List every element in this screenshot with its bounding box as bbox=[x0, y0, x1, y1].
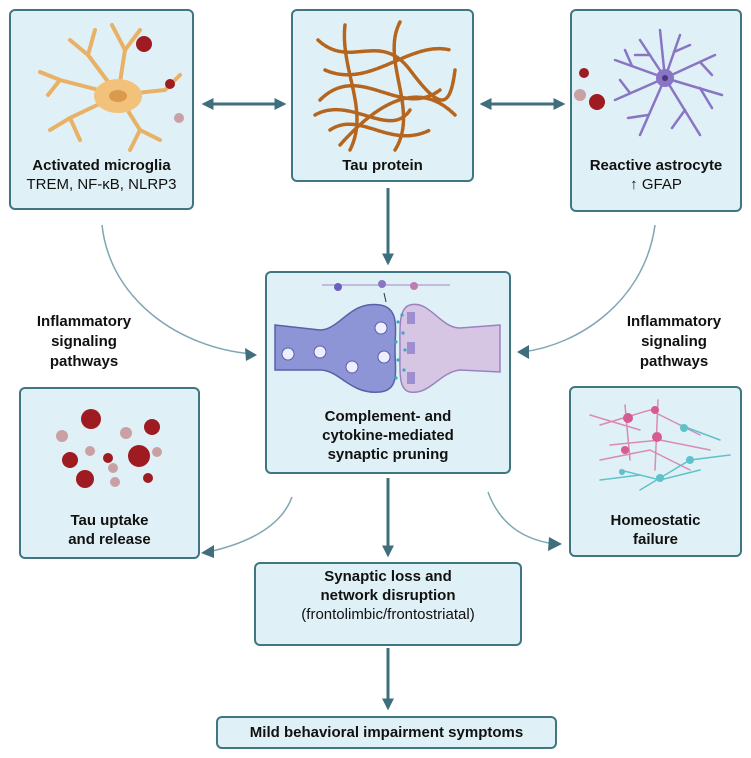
curve-pruning-homeostatic bbox=[487, 491, 556, 545]
astrocyte-subtitle: ↑ GFAP bbox=[630, 176, 682, 193]
synaptic-loss-label: Synaptic loss and network disruption (fr… bbox=[254, 567, 522, 624]
microglia-label: Activated microglia TREM, NF-κB, NLRP3 bbox=[9, 156, 194, 194]
homeostatic-line-2: failure bbox=[632, 531, 678, 548]
pruning-label: Complement- and cytokine-mediated synapt… bbox=[265, 407, 511, 464]
right-signaling-label: Inflammatory signaling pathways bbox=[600, 312, 748, 372]
pruning-line-2: cytokine-mediated bbox=[322, 427, 454, 444]
homeostatic-label: Homeostatic failure bbox=[569, 511, 742, 549]
tau-particles-icon bbox=[56, 409, 162, 488]
left-signaling-label: Inflammatory signaling pathways bbox=[4, 312, 164, 372]
left-signaling-line-2: signaling bbox=[51, 333, 117, 350]
pruning-line-1: Complement- and bbox=[324, 408, 452, 425]
synaptic-loss-box bbox=[254, 562, 522, 646]
homeostatic-failure-box bbox=[569, 386, 742, 557]
homeostatic-line-1: Homeostatic bbox=[610, 512, 701, 529]
tau-uptake-box bbox=[19, 387, 200, 559]
curve-pruning-uptake bbox=[207, 496, 293, 553]
synapse-icon bbox=[274, 280, 501, 393]
curve-astrocyte-pruning bbox=[521, 224, 656, 353]
left-signaling-line-3: pathways bbox=[49, 353, 119, 370]
right-signaling-line-2: signaling bbox=[641, 333, 707, 350]
symptoms-label: Mild behavioral impairment symptoms bbox=[249, 724, 524, 741]
symptoms-box bbox=[216, 716, 557, 749]
microglia-title: Activated microglia bbox=[32, 157, 171, 174]
tau-uptake-line-1: Tau uptake bbox=[70, 512, 149, 529]
astrocyte-box bbox=[570, 9, 742, 212]
tau-tangle-icon bbox=[313, 20, 457, 152]
synaptic-loss-line-2: network disruption bbox=[320, 587, 456, 604]
astrocyte-label: Reactive astrocyte ↑ GFAP bbox=[570, 156, 742, 194]
right-signaling-line-1: Inflammatory bbox=[626, 313, 722, 330]
tau-uptake-line-2: and release bbox=[68, 531, 151, 548]
synaptic-loss-line-1: Synaptic loss and bbox=[324, 568, 452, 585]
microglia-icon bbox=[38, 23, 184, 152]
astrocyte-title: Reactive astrocyte bbox=[589, 157, 723, 174]
tau-uptake-label: Tau uptake and release bbox=[19, 511, 200, 549]
curve-microglia-pruning bbox=[101, 224, 253, 355]
synaptic-loss-line-3: (frontolimbic/frontostriatal) bbox=[301, 606, 475, 623]
microglia-subtitle: TREM, NF-κB, NLRP3 bbox=[26, 176, 177, 193]
left-signaling-line-1: Inflammatory bbox=[36, 313, 132, 330]
tau-protein-label: Tau protein bbox=[342, 157, 423, 174]
right-signaling-line-3: pathways bbox=[639, 353, 709, 370]
microglia-box bbox=[9, 9, 194, 210]
tau-protein-box bbox=[291, 9, 474, 182]
pruning-line-3: synaptic pruning bbox=[327, 446, 449, 463]
